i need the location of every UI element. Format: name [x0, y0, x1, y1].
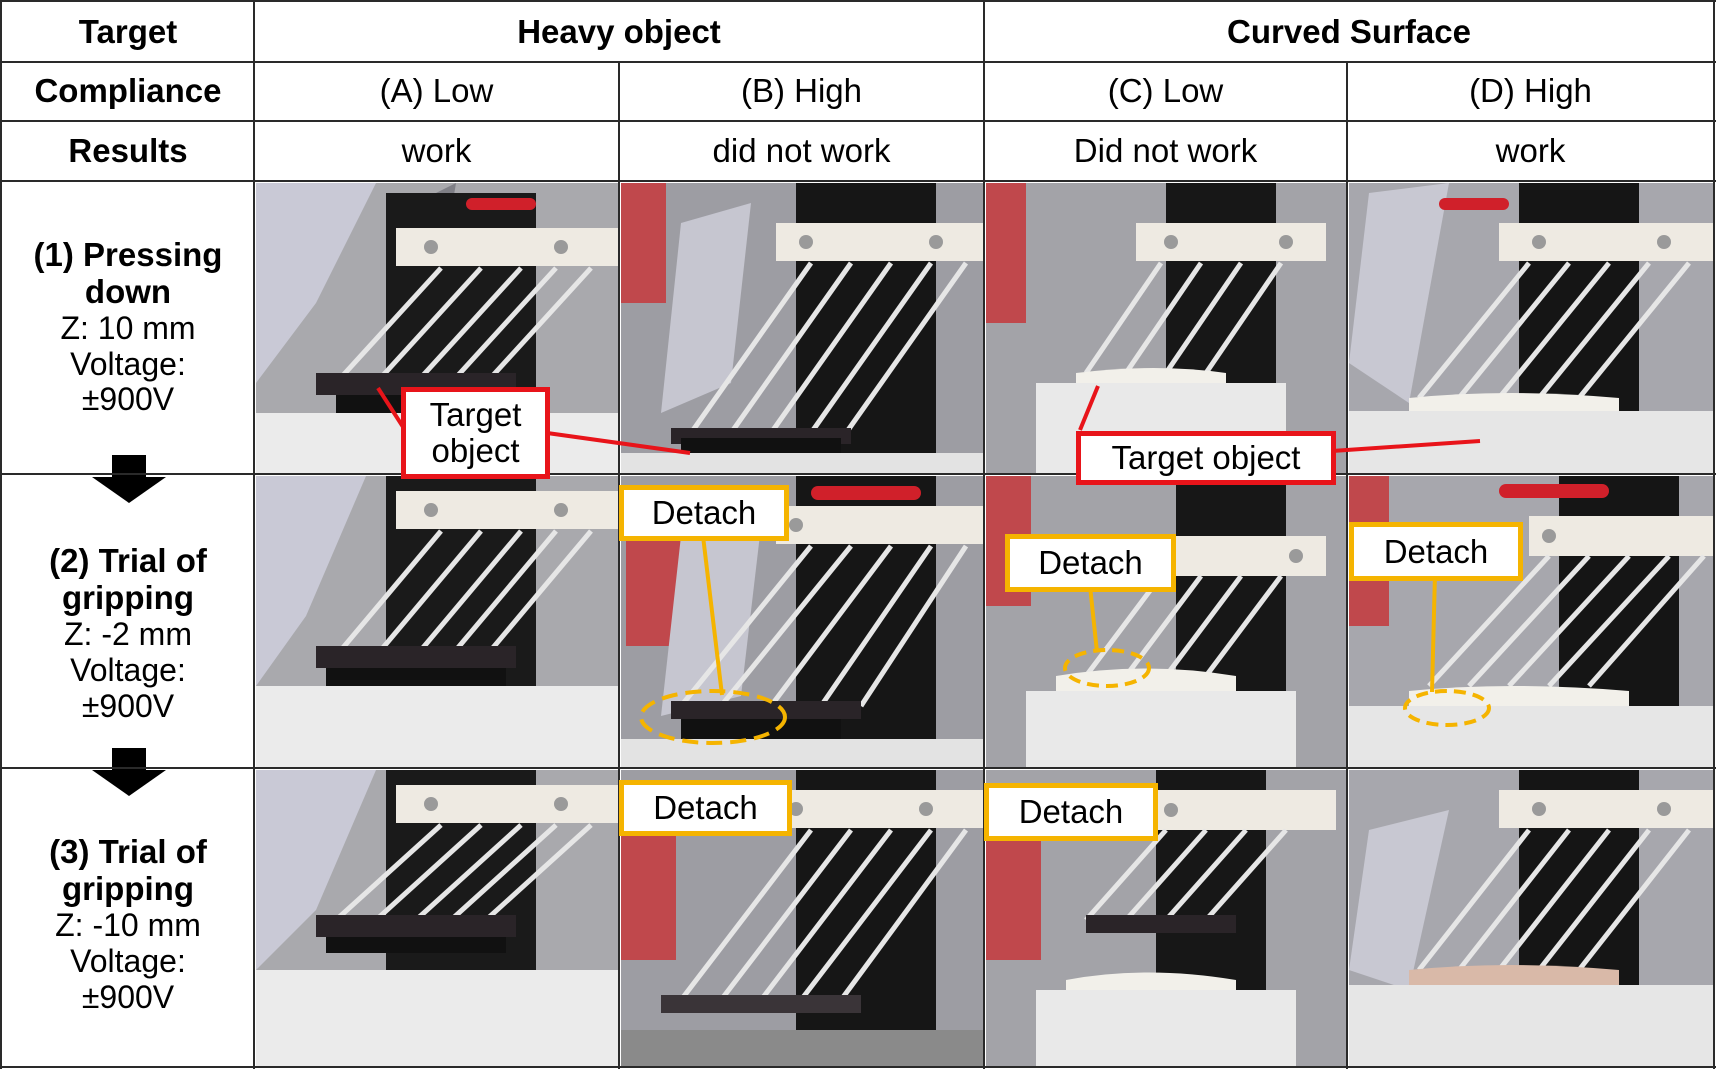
grid-line [0, 473, 1716, 475]
photo-d3 [1349, 770, 1714, 1067]
row-3-voltage: ±900V [81, 978, 175, 1015]
column-d-result: work [1495, 131, 1566, 169]
grid-line [618, 61, 620, 1069]
header-results-label: Results [68, 131, 188, 169]
grid-line [0, 767, 1716, 769]
detach-label-c2: Detach [1005, 534, 1176, 592]
photo-b3 [621, 770, 984, 1067]
column-d-compliance: (D) High [1469, 72, 1592, 110]
row-3-title-line1: (3) Trial of [49, 833, 207, 871]
row-3-label: (3) Trial of gripping Z: -10 mm Voltage:… [2, 795, 254, 1055]
row-1-label: (1) Pressing down Z: 10 mm Voltage: ±900… [2, 181, 254, 474]
row-2-voltage-label: Voltage: [70, 652, 186, 689]
grid-line [1713, 0, 1715, 1069]
detach-label-c3: Detach [984, 783, 1158, 841]
grid-line [0, 0, 1716, 2]
row-2-voltage: ±900V [81, 687, 175, 724]
target-object-label-line2: object [431, 432, 520, 469]
column-a-compliance: (A) Low [379, 72, 494, 110]
column-c-result: Did not work [1073, 131, 1258, 169]
column-a-result: work [401, 131, 472, 169]
grid-line [1346, 61, 1348, 1069]
row-3-title-line2: gripping [62, 870, 194, 908]
target-object-label-line1: Target [429, 396, 522, 434]
photo-a2 [256, 476, 619, 768]
row-1-z: Z: 10 mm [60, 309, 196, 346]
header-target-label: Target [78, 12, 178, 50]
photo-d2 [1349, 476, 1714, 768]
photo-b1 [621, 183, 984, 474]
row-2-title-line2: gripping [62, 579, 194, 617]
target-object-label-heavy: Target object [401, 387, 550, 479]
header-group-heavy-object: Heavy object [517, 12, 721, 50]
grid-line [0, 180, 1716, 182]
row-3-voltage-label: Voltage: [70, 943, 186, 980]
row-1-title-line2: down [84, 272, 172, 310]
row-2-z: Z: -2 mm [64, 616, 192, 653]
grid-line [253, 0, 255, 1069]
detach-label-b2: Detach [619, 485, 789, 541]
grid-line [0, 61, 1716, 63]
target-object-label-curved: Target object [1076, 431, 1336, 485]
row-1-voltage-label: Voltage: [70, 345, 186, 382]
grid-line [0, 120, 1716, 122]
header-group-curved-surface: Curved Surface [1227, 12, 1471, 50]
photo-c2 [986, 476, 1347, 768]
detach-label-d2: Detach [1349, 522, 1523, 581]
row-1-title-line1: (1) Pressing [33, 235, 223, 273]
column-b-compliance: (B) High [740, 72, 863, 110]
row-2-label: (2) Trial of gripping Z: -2 mm Voltage: … [2, 500, 254, 768]
down-arrow-icon [92, 455, 166, 503]
column-c-compliance: (C) Low [1107, 72, 1224, 110]
grid-line [983, 0, 985, 1069]
photo-c1 [986, 183, 1347, 474]
column-b-result: did not work [712, 131, 891, 169]
grid-line [0, 1066, 1716, 1068]
down-arrow-icon [92, 748, 166, 796]
row-1-voltage: ±900V [81, 381, 175, 418]
row-3-z: Z: -10 mm [55, 907, 201, 944]
detach-label-b3: Detach [619, 780, 792, 836]
header-compliance-label: Compliance [34, 72, 222, 110]
grid-line [0, 0, 2, 1069]
photo-a3 [256, 770, 619, 1067]
row-2-title-line1: (2) Trial of [49, 542, 207, 580]
photo-d1 [1349, 183, 1714, 474]
